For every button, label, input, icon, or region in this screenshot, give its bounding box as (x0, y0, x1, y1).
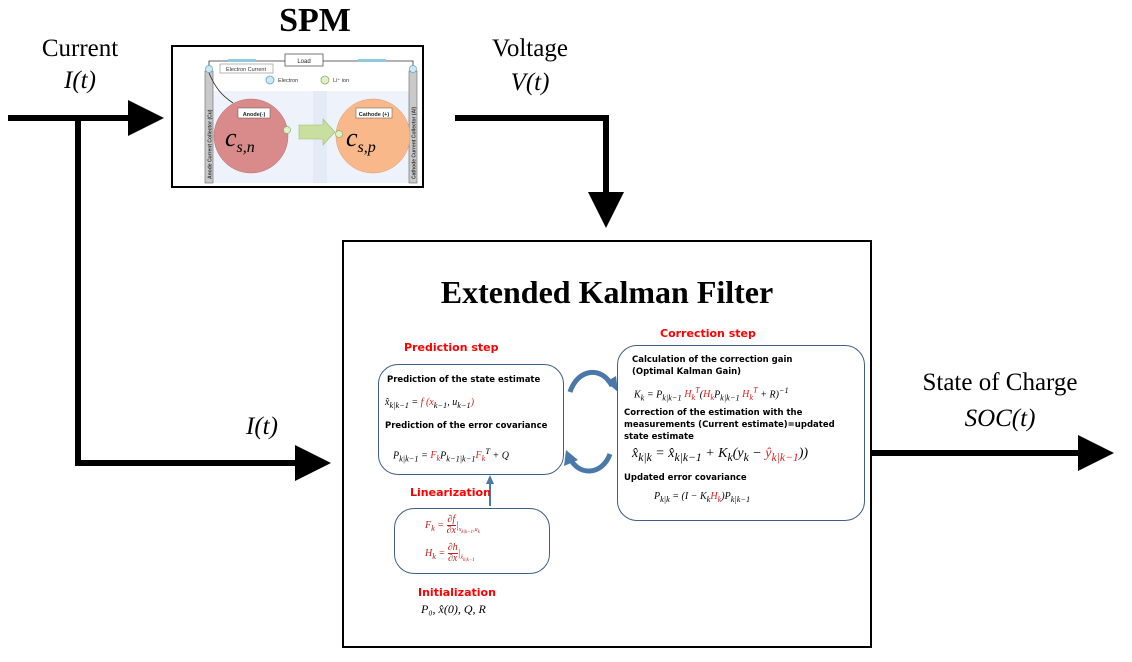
jacobian-f-equation: Fk = ∂f∂x|xk|k−1,uk (425, 514, 480, 536)
cycle-arrows (564, 369, 618, 474)
state-estimate-title: Prediction of the state estimate (387, 375, 541, 385)
li-ion-legend-icon (320, 75, 330, 85)
li-ion-icon (283, 126, 291, 134)
electron-flow-arrow-right (358, 59, 386, 62)
prediction-step-heading: Prediction step (404, 341, 499, 354)
voltage-symbol: V(t) (510, 69, 550, 96)
correction-step-heading: Correction step (660, 327, 756, 340)
spm-block: Load Electron Current Electron Li⁺ ion A… (171, 45, 424, 188)
gain-title: Calculation of the correction gain (Opti… (632, 355, 793, 377)
initialization-heading: Initialization (418, 586, 496, 599)
prediction-to-correction-arrow (567, 369, 615, 393)
cathode-label: Cathode (+) (359, 112, 390, 118)
prediction-box: Prediction of the state estimate x̂k|k−1… (378, 364, 564, 475)
linearization-box: Fk = ∂f∂x|xk|k−1,uk Hk = ∂h∂x|x̂k|k−1 (394, 508, 550, 574)
state-update-equation: x̂k|k = x̂k|k−1 + Kk(yk − ŷk|k−1)) (632, 446, 809, 464)
current-label: Current (41, 35, 119, 62)
updated-covariance-title: Updated error covariance (624, 473, 747, 483)
spm-title: SPM (279, 2, 351, 39)
li-ion-legend-label: Li⁺ ion (333, 77, 349, 84)
spm-schematic: Load Electron Current Electron Li⁺ ion A… (204, 53, 418, 184)
cathode-concentration: cs,p (346, 123, 376, 157)
anode-collector-label: Anode Current Collector (Cu) (208, 109, 214, 179)
electron-legend-label: Electron (278, 78, 298, 84)
anode-concentration: cs,n (225, 123, 255, 157)
anode-label: Anode(-) (243, 112, 266, 118)
linearization-arrow (486, 475, 494, 506)
linearization-heading: Linearization (410, 486, 491, 499)
branch-current-symbol: I(t) (246, 413, 278, 440)
kalman-gain-equation: Kk = Pk|k−1 HkT(HkPk|k−1 HkT + R)−1 (634, 386, 789, 403)
updated-covariance-equation: Pk|k = (I − KkHk)Pk|k−1 (654, 491, 751, 504)
current-symbol: I(t) (64, 67, 96, 94)
voltage-label: Voltage (492, 35, 568, 62)
ekf-title: Extended Kalman Filter (440, 274, 774, 310)
jacobian-h-equation: Hk = ∂h∂x|x̂k|k−1 (425, 542, 475, 564)
update-title: Correction of the estimation with the me… (624, 408, 835, 442)
electron-current-label: Electron Current (226, 67, 267, 73)
correction-box: Calculation of the correction gain (Opti… (617, 345, 865, 521)
initialization-values: P₀, x̂(0), Q, R (421, 602, 486, 616)
error-covariance-equation: Pk|k−1 = FkPk−1|k−1FkT + Q (393, 447, 509, 464)
electron-legend-icon (265, 75, 275, 85)
current-branch-wire (75, 118, 325, 466)
load-label: Load (297, 59, 310, 65)
ion-transfer-arrow (298, 118, 336, 146)
electron-flow-arrow-left (228, 59, 256, 62)
load-box (284, 53, 324, 67)
soc-symbol: SOC(t) (964, 405, 1036, 432)
voltage-wire (455, 115, 609, 220)
soc-label: State of Charge (922, 369, 1078, 396)
state-estimate-equation: x̂k|k−1 = f (xk−1, uk−1) (385, 397, 475, 410)
cathode-collector-label: Cathode Current Collector (Al) (412, 106, 418, 179)
correction-to-prediction-arrow (567, 452, 613, 474)
error-covariance-title: Prediction of the error covariance (385, 421, 548, 431)
